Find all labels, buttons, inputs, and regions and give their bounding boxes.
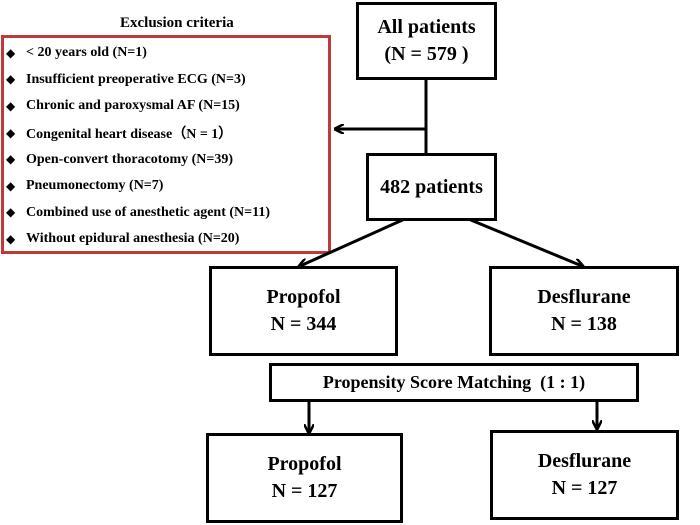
desflurane-group-box: Desflurane N = 138 (489, 266, 679, 356)
exclusion-item: ◆Combined use of anesthetic agent (N=11) (6, 204, 271, 220)
propofol-group-box: Propofol N = 344 (209, 266, 398, 356)
diamond-bullet-icon: ◆ (6, 45, 16, 60)
diamond-bullet-icon: ◆ (6, 205, 16, 220)
exclusion-item: ◆Insufficient preoperative ECG (N=3) (6, 71, 246, 87)
desflurane-matched-count: N = 127 (551, 477, 618, 499)
desflurane-matched-box: Desflurane N = 127 (490, 430, 679, 520)
exclusion-item: ◆Chronic and paroxysmal AF (N=15) (6, 98, 240, 114)
exclusion-item: ◆Without epidural anesthesia (N=20) (6, 231, 240, 247)
propofol-group-count: N = 344 (270, 313, 337, 335)
propofol-matched-count: N = 127 (271, 480, 338, 502)
all-patients-count: (N = 579 ) (384, 43, 469, 65)
diamond-bullet-icon: ◆ (6, 152, 16, 167)
propofol-matched-name: Propofol (267, 453, 342, 475)
exclusion-item: ◆Congenital heart disease（N = 1） (6, 125, 233, 143)
diamond-bullet-icon: ◆ (6, 178, 16, 193)
after-exclusion-box: 482 patients (366, 153, 497, 221)
exclusion-criteria-title: Exclusion criteria (120, 15, 234, 31)
exclusion-item: ◆Pneumonectomy (N=7) (6, 178, 164, 194)
desflurane-group-count: N = 138 (551, 313, 617, 335)
exclusion-item: ◆< 20 years old (N=1) (6, 45, 147, 61)
exclusion-criteria-box: ◆< 20 years old (N=1) ◆Insufficient preo… (1, 35, 331, 254)
propofol-matched-box: Propofol N = 127 (206, 433, 403, 523)
all-patients-box: All patients (N = 579 ) (356, 2, 497, 80)
all-patients-title: All patients (377, 16, 476, 38)
desflurane-group-name: Desflurane (537, 286, 631, 308)
after-exclusion-label: 482 patients (380, 175, 483, 198)
propensity-matching-box: Propensity Score Matching (1 : 1) (269, 363, 639, 402)
arrow-to-desflurane (465, 216, 582, 266)
exclusion-list: ◆< 20 years old (N=1) ◆Insufficient preo… (6, 40, 270, 253)
propofol-group-name: Propofol (266, 286, 341, 308)
arrow-to-propofol (300, 216, 408, 266)
diamond-bullet-icon: ◆ (6, 125, 16, 140)
desflurane-matched-name: Desflurane (537, 450, 632, 472)
diamond-bullet-icon: ◆ (6, 72, 16, 87)
exclusion-item: ◆Open-convert thoracotomy (N=39) (6, 151, 234, 167)
diamond-bullet-icon: ◆ (6, 231, 16, 246)
propensity-matching-label: Propensity Score Matching (1 : 1) (322, 372, 586, 392)
diamond-bullet-icon: ◆ (6, 98, 16, 113)
